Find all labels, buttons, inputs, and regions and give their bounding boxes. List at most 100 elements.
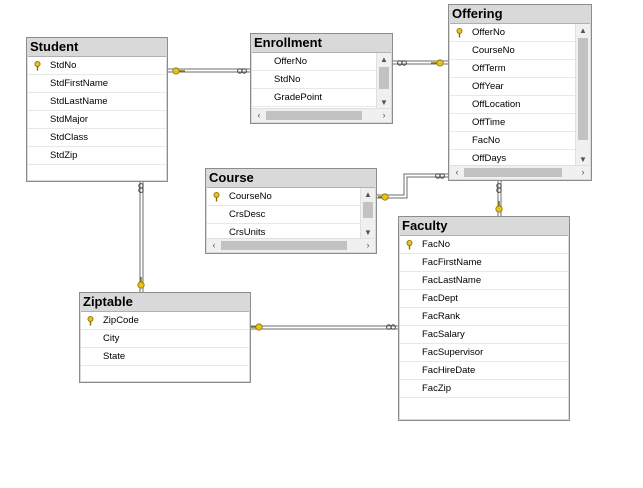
column-row[interactable]: ZipCode xyxy=(81,312,249,330)
column-name: StdLastName xyxy=(50,96,108,107)
scroll-thumb[interactable] xyxy=(464,168,562,177)
column-list: FacNo FacFirstName FacLastName FacDept F… xyxy=(400,235,568,419)
scroll-thumb[interactable] xyxy=(363,202,373,218)
column-name: StdNo xyxy=(274,74,301,85)
horizontal-scrollbar[interactable]: ‹ › xyxy=(252,108,391,122)
key-end-icon xyxy=(251,323,263,331)
scroll-down-icon[interactable]: ▼ xyxy=(364,228,372,237)
column-name: StdFirstName xyxy=(50,78,109,89)
column-row[interactable]: CourseNo xyxy=(207,188,375,206)
horizontal-scrollbar[interactable]: ‹ › xyxy=(207,238,375,252)
primary-key-icon xyxy=(456,28,463,38)
scroll-right-icon[interactable]: › xyxy=(366,240,370,250)
column-list: ZipCode City State xyxy=(81,311,249,381)
column-name: City xyxy=(103,333,120,344)
column-name: CrsUnits xyxy=(229,227,266,238)
column-row[interactable]: FacFirstName xyxy=(400,254,568,272)
column-row[interactable]: FacNo xyxy=(400,236,568,254)
column-name: FacDept xyxy=(422,293,458,304)
column-row[interactable]: OfferNo xyxy=(450,24,590,42)
column-name: CourseNo xyxy=(229,191,272,202)
column-name: FacZip xyxy=(422,383,452,394)
scroll-left-icon[interactable]: ‹ xyxy=(212,240,216,250)
column-row[interactable]: FacZip xyxy=(400,380,568,398)
scroll-left-icon[interactable]: ‹ xyxy=(257,110,261,120)
many-end-icons xyxy=(138,60,502,330)
infinity-icon xyxy=(435,173,445,179)
column-name: OffTime xyxy=(472,117,506,128)
column-row[interactable]: City xyxy=(81,330,249,348)
table-offering[interactable]: Offering OfferNo CourseNo OffTerm OffYea… xyxy=(448,4,592,181)
column-row[interactable]: FacRank xyxy=(400,308,568,326)
scroll-down-icon[interactable]: ▼ xyxy=(380,98,388,107)
column-name: FacLastName xyxy=(422,275,482,286)
table-faculty[interactable]: Faculty FacNo FacFirstName FacLastName F… xyxy=(398,216,570,421)
scroll-up-icon[interactable]: ▲ xyxy=(380,55,388,64)
table-enrollment[interactable]: Enrollment OfferNo StdNo GradePoint ▲ ▼ … xyxy=(250,33,393,124)
infinity-icon xyxy=(397,60,407,66)
scroll-thumb[interactable] xyxy=(379,67,389,89)
primary-key-icon xyxy=(406,240,413,250)
scroll-thumb[interactable] xyxy=(578,38,588,140)
table-ziptable[interactable]: Ziptable ZipCode City State xyxy=(79,292,251,383)
column-row[interactable]: StdNo xyxy=(252,71,391,89)
rel-ziptable-faculty xyxy=(251,325,398,330)
column-row[interactable]: StdMajor xyxy=(28,111,166,129)
table-title: Enrollment xyxy=(254,35,322,50)
column-row[interactable]: StdFirstName xyxy=(28,75,166,93)
primary-key-icon xyxy=(87,316,94,326)
table-title: Offering xyxy=(452,6,503,21)
column-row[interactable]: OfferNo xyxy=(252,53,391,71)
column-name: OffYear xyxy=(472,81,504,92)
scroll-right-icon[interactable]: › xyxy=(581,167,585,177)
column-name: FacRank xyxy=(422,311,461,322)
scroll-down-icon[interactable]: ▼ xyxy=(579,155,587,164)
column-row[interactable]: OffLocation xyxy=(450,96,590,114)
scroll-up-icon[interactable]: ▲ xyxy=(364,190,372,199)
column-row[interactable]: StdNo xyxy=(28,57,166,75)
vertical-scrollbar[interactable]: ▲ ▼ xyxy=(360,188,375,240)
column-row[interactable]: StdLastName xyxy=(28,93,166,111)
column-row[interactable]: StdClass xyxy=(28,129,166,147)
column-row[interactable]: FacLastName xyxy=(400,272,568,290)
key-end-icon xyxy=(172,67,185,75)
key-end-icon xyxy=(495,201,503,213)
column-row[interactable]: FacSupervisor xyxy=(400,344,568,362)
vertical-scrollbar[interactable]: ▲ ▼ xyxy=(575,24,590,167)
key-end-icon xyxy=(137,277,145,289)
column-row[interactable]: OffTerm xyxy=(450,60,590,78)
column-row[interactable]: FacDept xyxy=(400,290,568,308)
column-row[interactable]: OffYear xyxy=(450,78,590,96)
column-row[interactable]: CourseNo xyxy=(450,42,590,60)
scroll-right-icon[interactable]: › xyxy=(382,110,386,120)
column-row[interactable]: FacSalary xyxy=(400,326,568,344)
table-course[interactable]: Course CourseNo CrsDesc CrsUnits ▲ ▼ ‹ › xyxy=(205,168,377,254)
column-row[interactable]: CrsDesc xyxy=(207,206,375,224)
scroll-thumb[interactable] xyxy=(221,241,347,250)
table-student[interactable]: Student StdNo StdFirstName StdLastName S… xyxy=(26,37,168,182)
key-end-icon xyxy=(378,193,389,201)
column-row[interactable]: OffTime xyxy=(450,114,590,132)
vertical-scrollbar[interactable]: ▲ ▼ xyxy=(376,53,391,110)
column-name: OffDays xyxy=(472,153,507,164)
column-row[interactable]: FacHireDate xyxy=(400,362,568,380)
column-row[interactable]: State xyxy=(81,348,249,366)
infinity-icon xyxy=(496,183,502,193)
horizontal-scrollbar[interactable]: ‹ › xyxy=(450,165,590,179)
key-end-icon xyxy=(431,59,444,67)
column-row[interactable]: GradePoint xyxy=(252,89,391,107)
column-name: FacNo xyxy=(422,239,450,250)
column-name: OfferNo xyxy=(472,27,506,38)
rel-course-offering xyxy=(377,173,448,199)
column-row[interactable]: FacNo xyxy=(450,132,590,150)
scroll-up-icon[interactable]: ▲ xyxy=(579,26,587,35)
column-row[interactable]: StdZip xyxy=(28,147,166,165)
key-end-icons xyxy=(137,59,503,331)
column-name: OffLocation xyxy=(472,99,521,110)
scroll-left-icon[interactable]: ‹ xyxy=(455,167,459,177)
infinity-icon xyxy=(237,68,247,74)
scroll-thumb[interactable] xyxy=(266,111,362,120)
column-name: CrsDesc xyxy=(229,209,266,220)
infinity-icon xyxy=(386,324,396,330)
